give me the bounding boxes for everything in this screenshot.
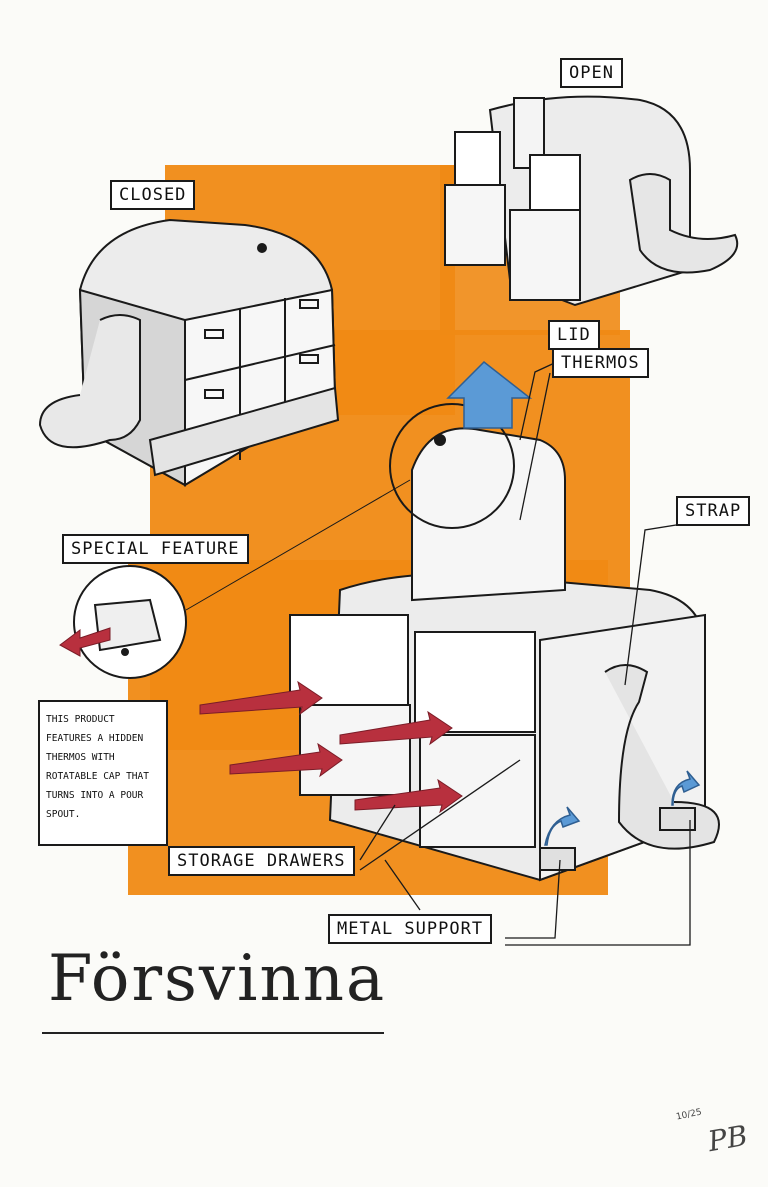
special-feature-detail — [73, 479, 411, 679]
blue-arrows — [446, 361, 701, 846]
lid-label: LID — [548, 320, 600, 350]
closed-label: CLOSED — [110, 180, 196, 210]
metal-support-label: METAL SUPPORT — [328, 914, 493, 944]
special-feature-label: SPECIAL FEATURE — [62, 534, 249, 564]
thermos-label: THERMOS — [552, 348, 649, 378]
brand-underline — [42, 1032, 384, 1034]
brand-title: Försvinna — [48, 942, 387, 1016]
strap-label: STRAP — [676, 496, 751, 526]
red-arrows — [59, 627, 463, 814]
leader-lines — [359, 359, 721, 946]
open-label: OPEN — [560, 58, 623, 88]
artist-initials: PB — [705, 1118, 750, 1159]
open-unit — [444, 95, 739, 307]
feature-note: THIS PRODUCT FEATURES A HIDDEN THERMOS W… — [38, 700, 168, 846]
closed-unit — [38, 218, 340, 487]
storage-drawers-label: STORAGE DRAWERS — [168, 846, 355, 876]
